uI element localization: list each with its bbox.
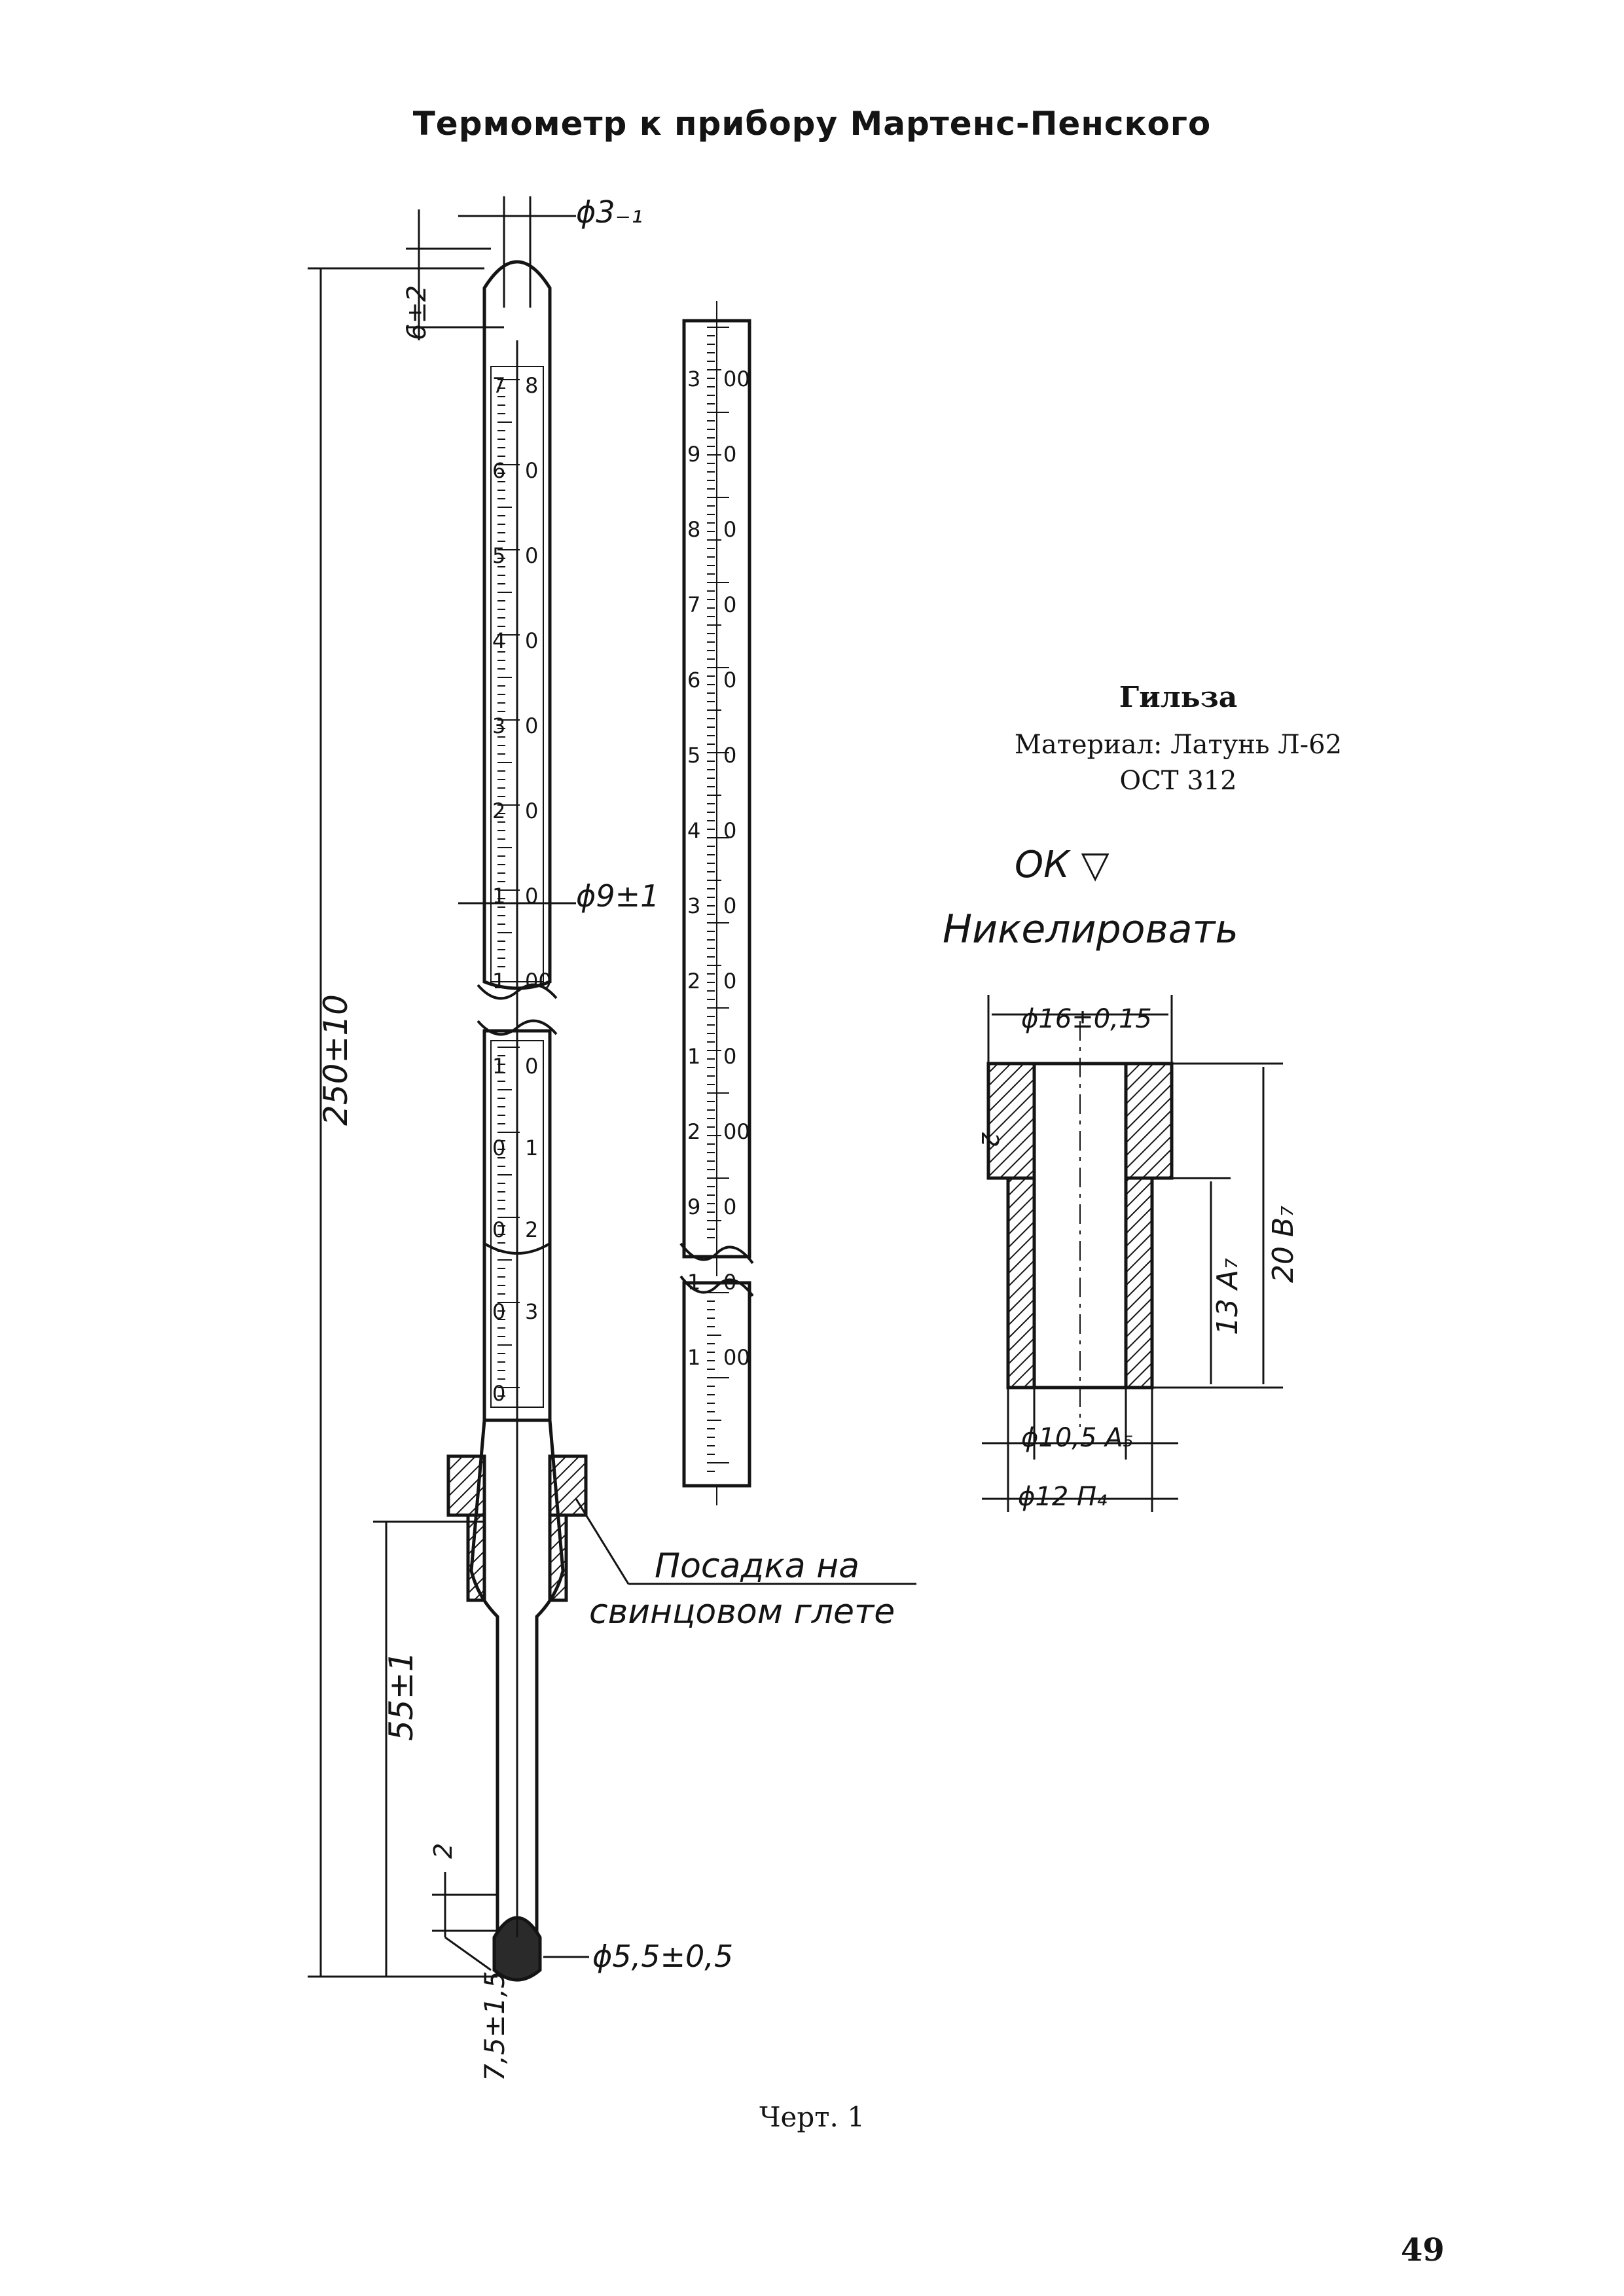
scale-label: 00 [723, 1345, 750, 1370]
full-scale-ticks [707, 327, 729, 1472]
scale-label: 0 [492, 1299, 505, 1324]
dim-bulb-len: 7,5±1,5 [478, 1971, 511, 2081]
fit-note-line2: свинцовом глете [589, 1592, 895, 1632]
scale-label: 00 [723, 367, 750, 391]
scale-label: 1 [525, 1136, 538, 1160]
dim-flange-dia: ϕ16±0,15 [1021, 1004, 1152, 1034]
scale-label: 0 [723, 969, 736, 994]
scale-label: 0 [723, 893, 736, 918]
scale-label: 0 [525, 543, 538, 568]
scale-label: 3 [492, 713, 505, 738]
scale-label: 0 [723, 1044, 736, 1069]
scale-label: 0 [525, 628, 538, 653]
scale-label: 1 [687, 1270, 700, 1295]
scale-label: 0 [723, 1270, 736, 1295]
sleeve-section [986, 1021, 1174, 1427]
scale-label: 00 [525, 969, 552, 994]
scale-label: 0 [723, 668, 736, 692]
scale-label: 2 [492, 798, 505, 823]
dim-outer-dia: ϕ12 П₄ [1018, 1482, 1107, 1512]
page-number: 49 [1401, 2232, 1445, 2269]
thermometer-bulb [492, 1916, 542, 1982]
full-scale-strip [679, 301, 754, 1505]
scale-label: 0 [525, 1054, 538, 1079]
scale-label: 7 [492, 373, 505, 398]
scale-label: 0 [525, 798, 538, 823]
finish-mark: ОК ▽ [1015, 844, 1110, 886]
sleeve-standard: ОСТ 312 [1119, 766, 1237, 796]
scale-label: 9 [687, 1194, 700, 1219]
scale-label: 2 [687, 969, 700, 994]
scale-label: 1 [687, 1345, 700, 1370]
lower-scale-ticks [497, 1047, 520, 1397]
scale-label: 2 [687, 1119, 700, 1144]
scale-label: 9 [687, 442, 700, 467]
scale-label: 4 [687, 818, 700, 843]
scale-label: 2 [525, 1217, 538, 1242]
scale-label: 0 [723, 1194, 736, 1219]
scale-label: 00 [723, 1119, 750, 1144]
scale-label: 5 [492, 543, 505, 568]
scale-label: 8 [525, 373, 538, 398]
scale-label: 0 [723, 743, 736, 768]
scale-label: 1 [492, 969, 505, 994]
scale-label: 6 [492, 458, 505, 483]
scale-label: 3 [687, 893, 700, 918]
dim-total-len: 250±10 [317, 994, 355, 1126]
sleeve-material: Материал: Латунь Л-62 [1014, 730, 1343, 760]
scale-label: 3 [687, 367, 700, 391]
scale-label: 0 [492, 1381, 505, 1406]
dim-flange-h: 2 [976, 1132, 1003, 1147]
thermometer [469, 260, 565, 1982]
scale-label: 8 [687, 517, 700, 542]
scale-label: 6 [687, 668, 700, 692]
thermometer-dimensions [308, 196, 916, 1978]
scale-label: 0 [723, 818, 736, 843]
upper-scale-ticks [497, 379, 520, 967]
thermometer-sleeve [446, 1454, 588, 1602]
dim-lower-len: 55±1 [382, 1651, 420, 1741]
sleeve-title: Гильза [1119, 681, 1238, 714]
scale-label: 1 [492, 884, 505, 908]
scale-label: 4 [492, 628, 505, 653]
dim-top-len: 6±2 [402, 285, 432, 340]
scale-label: 0 [723, 517, 736, 542]
dim-top-dia: ϕ3₋₁ [576, 194, 643, 230]
scale-label: 0 [525, 884, 538, 908]
scale-label: 0 [525, 713, 538, 738]
scale-label: 5 [687, 743, 700, 768]
scale-label: 0 [492, 1136, 505, 1160]
scale-label: 0 [492, 1217, 505, 1242]
dim-gap: 2 [429, 1843, 458, 1859]
scale-label: 0 [525, 458, 538, 483]
scale-label: 3 [525, 1299, 538, 1324]
dim-bore-dia: ϕ10,5 A₅ [1021, 1423, 1134, 1453]
figure-caption: Черт. 1 [759, 2101, 865, 2133]
drawing-title: Термометр к прибору Мартенс-Пенского [412, 105, 1212, 143]
scale-label: 0 [723, 592, 736, 617]
fit-note-line1: Посадка на [655, 1547, 859, 1586]
scale-label: 1 [687, 1044, 700, 1069]
sleeve-dimensions [982, 995, 1283, 1512]
dim-shank-len: 13 A₇ [1211, 1258, 1244, 1335]
dim-total-len-sleeve: 20 B₇ [1267, 1206, 1300, 1283]
dim-bulb-dia: ϕ5,5±0,5 [592, 1939, 733, 1974]
scale-label: 0 [723, 442, 736, 467]
finish-note: Никелировать [943, 906, 1238, 952]
scale-label: 1 [492, 1054, 505, 1079]
dim-stem-dia: ϕ9±1 [576, 878, 659, 914]
scale-label: 7 [687, 592, 700, 617]
